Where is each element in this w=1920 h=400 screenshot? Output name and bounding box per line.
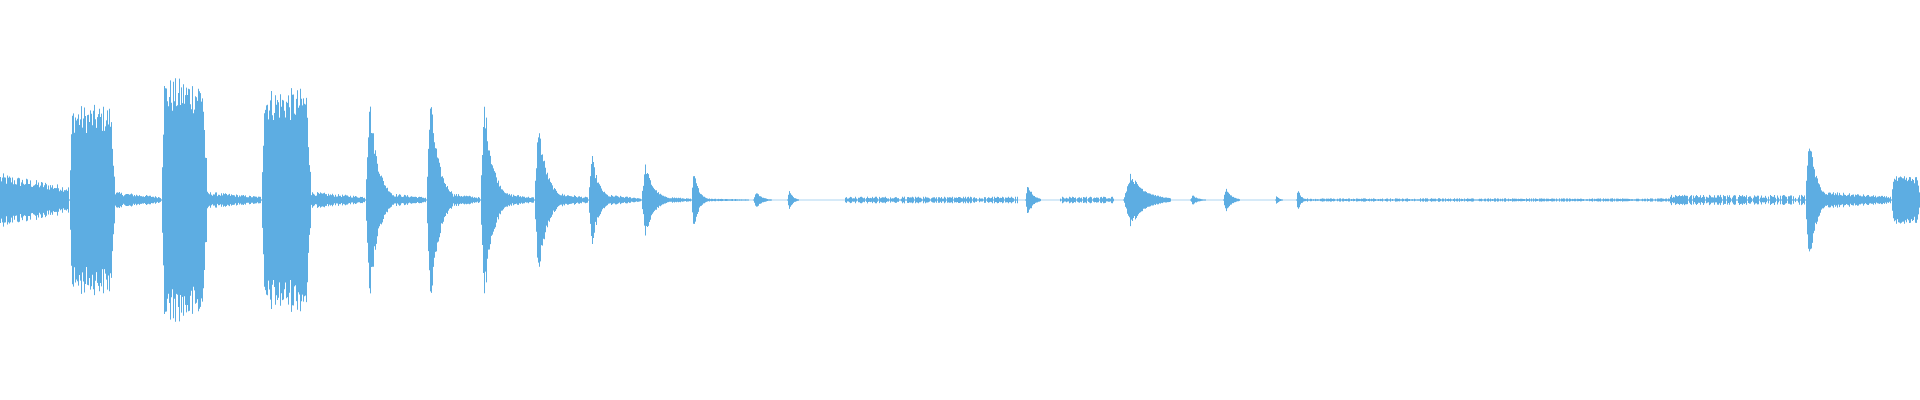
waveform-bars bbox=[0, 78, 1920, 322]
